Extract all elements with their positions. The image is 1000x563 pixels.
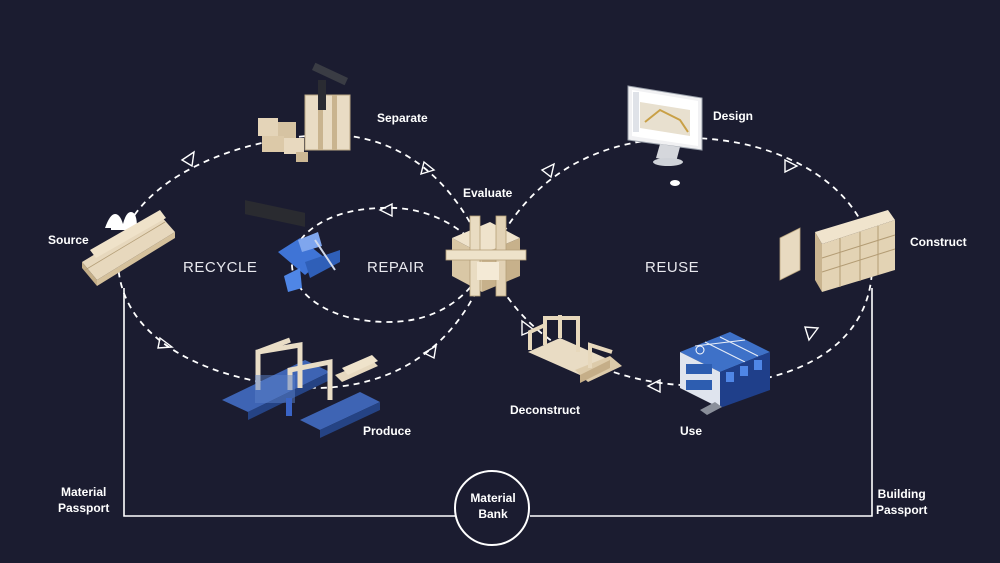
separate-label: Separate [377,111,428,125]
arrow-separate-to-source [180,150,195,168]
arrow-design-to-construct [784,158,799,174]
arrow-evaluate-to-separate [420,160,436,176]
tree-icon [105,212,137,228]
produce-illustration [222,337,380,438]
arrow-construct-to-use [804,326,820,342]
design-illustration [627,85,703,186]
source-illustration [82,210,175,286]
use-illustration [680,332,770,415]
arrow-source-to-produce [157,336,174,349]
source-to-bank-line [123,288,455,517]
material-bank-circle [454,470,530,546]
recycle-loop-label: RECYCLE [183,259,258,276]
use-label: Use [680,424,703,438]
deconstruct-illustration [528,315,622,383]
arrow-use-to-deconstruct [646,378,661,394]
material-passport-label: Material Passport [58,484,109,516]
building-passport-line-2: Passport [876,503,928,517]
repair-loop-label: REPAIR [367,259,425,276]
material-bank-label: Material Bank [456,490,530,522]
material-passport-line-1: Material [61,485,107,499]
building-passport-line-1: Building [877,487,926,501]
bank-to-construct-line [530,288,873,517]
deconstruct-label: Deconstruct [510,403,581,417]
arrow-repair-top [378,202,393,218]
construct-label: Construct [910,235,967,249]
reuse-loop-path [487,137,873,387]
repair-illustration [278,232,340,292]
repair-loop-path [291,206,489,323]
arrow-evaluate-to-design [540,162,556,179]
material-bank-line-1: Material [470,491,516,505]
produce-label: Produce [363,424,412,438]
evaluate-label: Evaluate [463,186,513,200]
building-passport-label: Building Passport [876,486,927,518]
source-label: Source [48,233,89,247]
design-label: Design [713,109,754,123]
arrow-produce-to-evaluate [422,344,437,360]
material-bank-line-2: Bank [478,507,508,521]
reuse-loop-label: REUSE [645,259,700,276]
evaluate-illustration [445,215,527,297]
material-passport-line-2: Passport [58,501,110,515]
construct-illustration [779,210,896,292]
separate-illustration [245,62,351,227]
